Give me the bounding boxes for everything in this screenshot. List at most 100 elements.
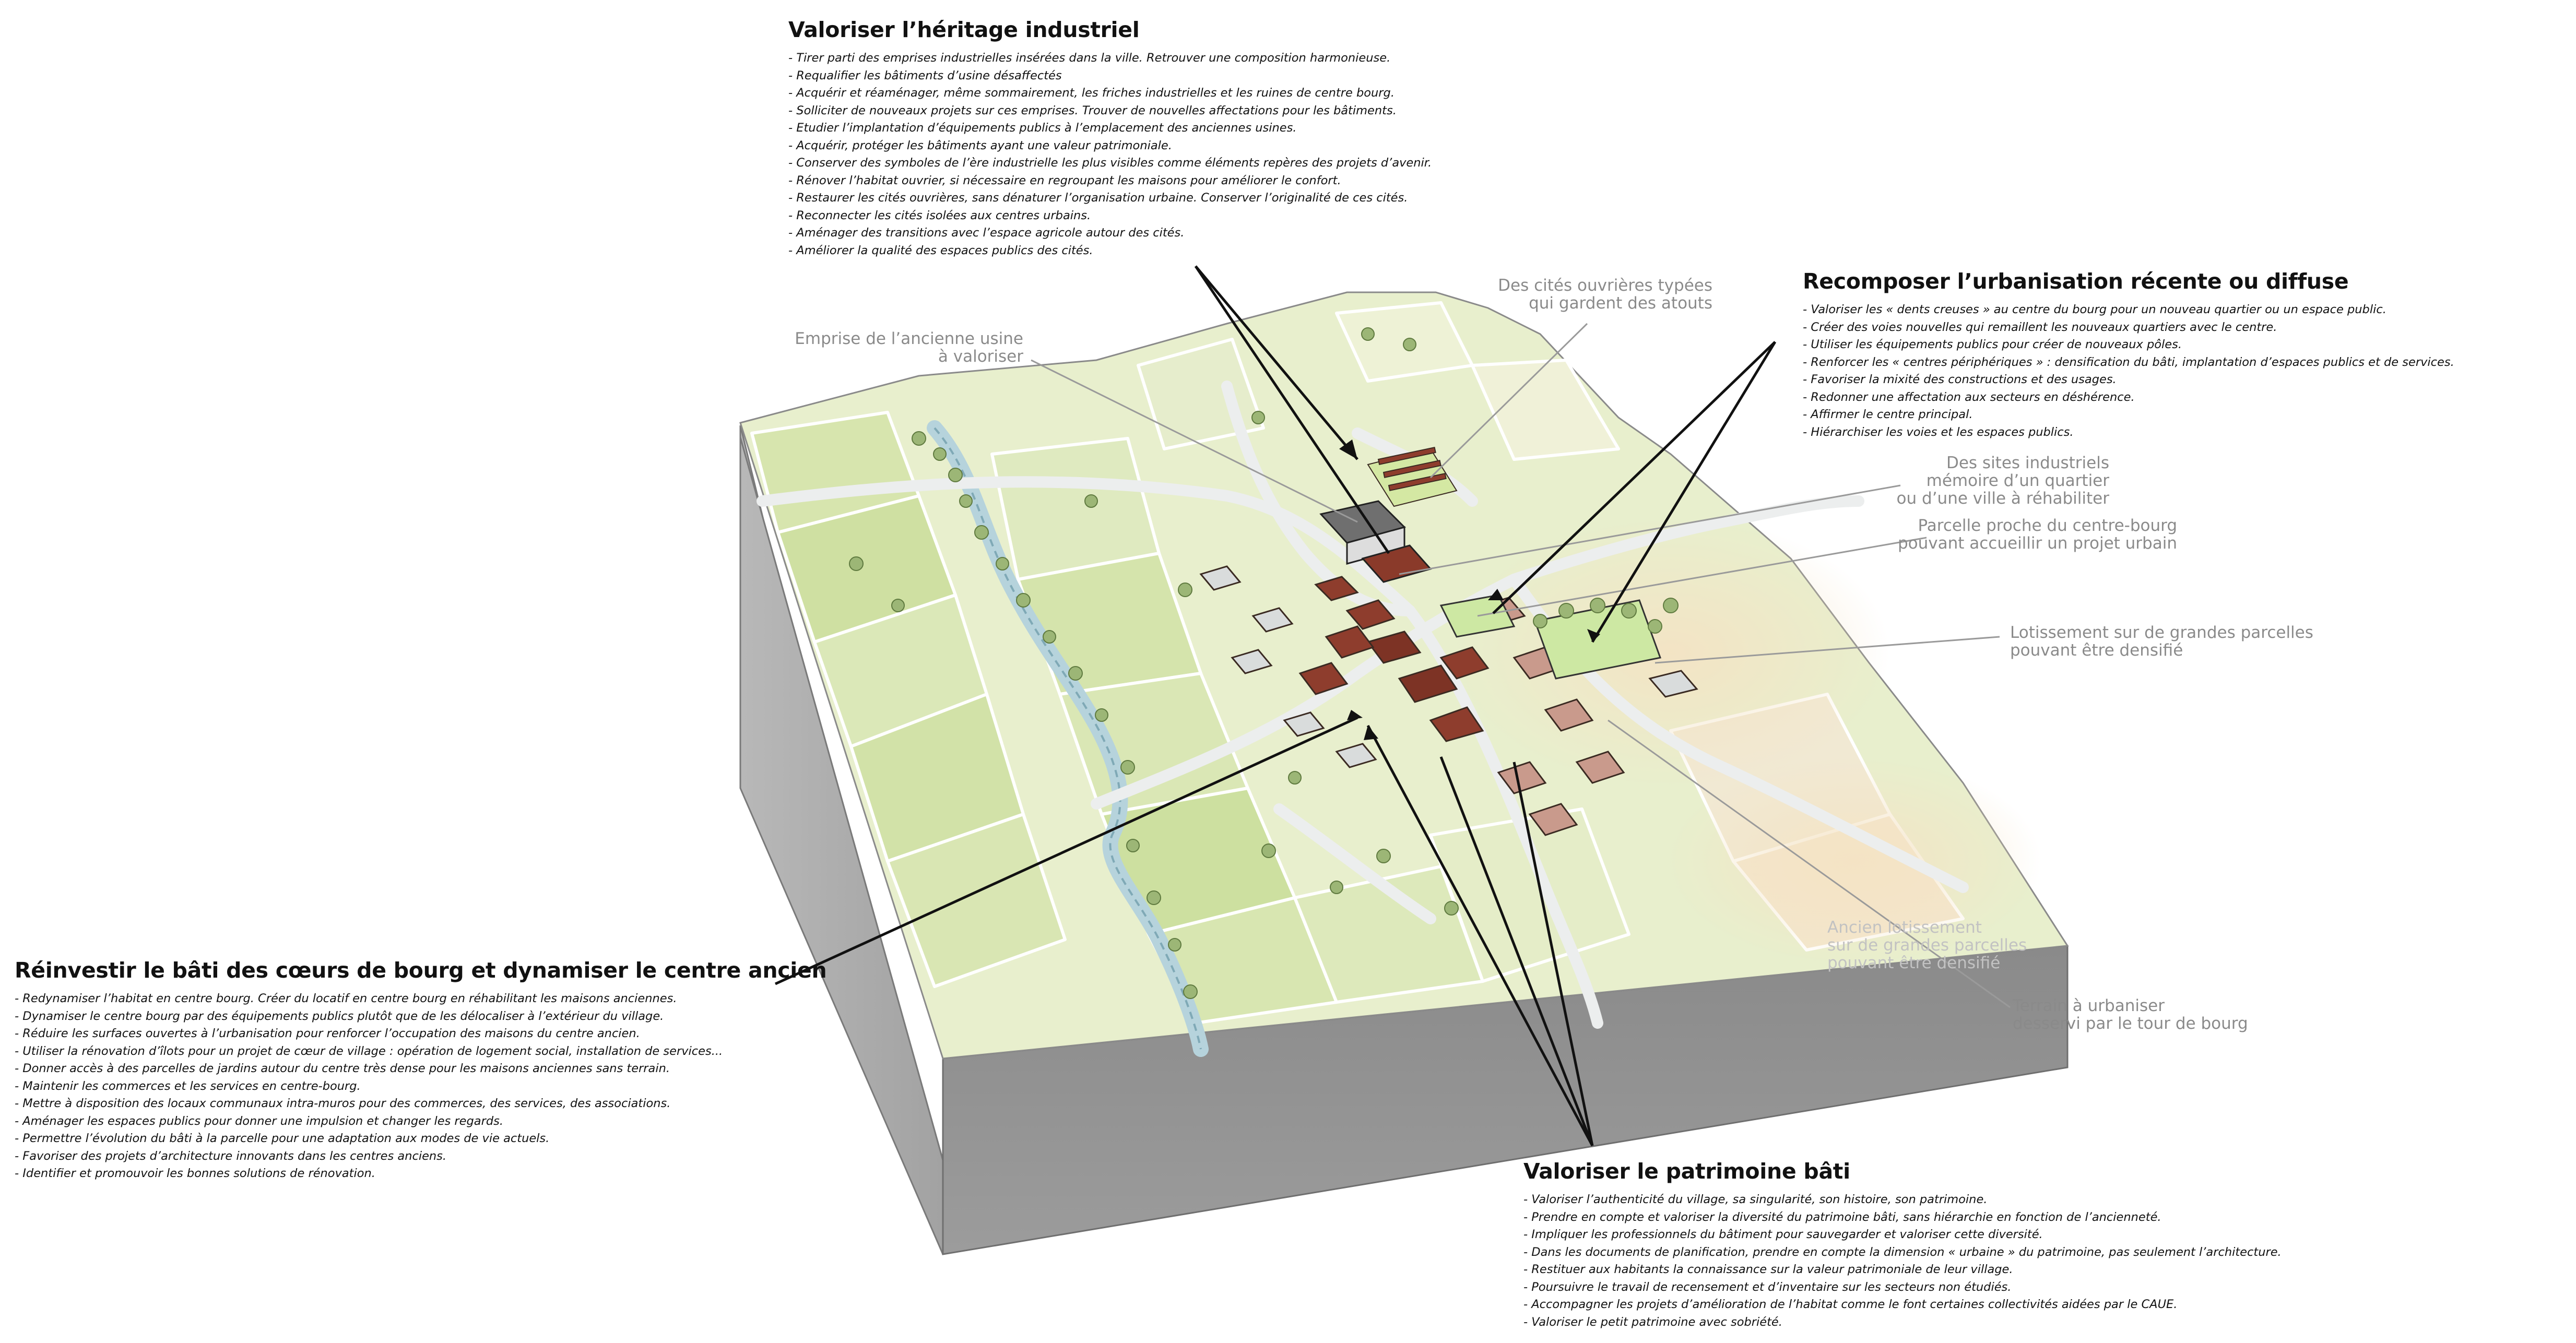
arrowhead (1587, 629, 1600, 642)
block-item: Acquérir, protéger les bâtiments ayant u… (788, 137, 1432, 155)
block-item: Prendre en compte et valoriser la divers… (1523, 1209, 2282, 1227)
block-list: Valoriser l’authenticité du village, sa … (1523, 1191, 2282, 1332)
tree (891, 599, 905, 612)
tree (1183, 984, 1198, 999)
arrowheads (1339, 439, 1600, 740)
tree (933, 447, 947, 461)
building (1429, 706, 1484, 742)
trees (849, 327, 1679, 999)
building (1325, 625, 1375, 659)
block-item: Améliorer la qualité des espaces publics… (788, 242, 1432, 260)
tree (1533, 614, 1547, 628)
tree (1126, 839, 1140, 852)
leader-lotissement (1655, 636, 2000, 664)
row-house (1377, 446, 1436, 465)
tree (849, 556, 864, 571)
tree (1120, 760, 1135, 775)
annotation-line: qui gardent des atouts (1529, 294, 1712, 313)
building (1398, 664, 1458, 703)
tree (1068, 666, 1083, 681)
tree (996, 557, 1009, 571)
block-item: Dynamiser le centre bourg par des équipe… (15, 1008, 826, 1026)
tree (1261, 843, 1276, 858)
building (1366, 631, 1422, 664)
block-item: Impliquer les professionnels du bâtiment… (1523, 1226, 2282, 1244)
block-item: Permettre l’évolution du bâti à la parce… (15, 1130, 826, 1148)
block-item: Favoriser la mixité des constructions et… (1803, 371, 2454, 389)
annotation-line: Des sites industriels (1946, 454, 2109, 472)
workers-housing (1367, 446, 1458, 507)
tree (912, 431, 926, 446)
leader-patrimoine (1439, 756, 1594, 1146)
block-title: Valoriser l’héritage industriel (788, 17, 1140, 42)
block-list: Redynamiser l’habitat en centre bourg. C… (15, 990, 826, 1183)
block-item: Valoriser le petit patrimoine avec sobri… (1523, 1314, 2282, 1332)
block-item: Etudier l’implantation d’équipements pub… (788, 120, 1432, 137)
block-item: Acquérir et réaménager, même sommairemen… (788, 85, 1432, 102)
annotation-line: Lotissement sur de grandes parcelles (2010, 623, 2313, 642)
tree (1251, 411, 1265, 424)
tree (1084, 494, 1098, 508)
block-item: Poursuivre le travail de recensement et … (1523, 1279, 2282, 1297)
leader-emprise (1031, 359, 1358, 523)
block-item: Redonner une affectation aux secteurs en… (1803, 389, 2454, 407)
leader-parcelle (1477, 537, 1927, 617)
tree (1330, 881, 1343, 894)
block-item: Donner accès à des parcelles de jardins … (15, 1060, 826, 1078)
annotation-line: Terrain à urbaniser (2013, 996, 2165, 1015)
tree (1095, 708, 1108, 722)
leader-urbanisation (1492, 341, 1776, 614)
block-item: Réduire les surfaces ouvertes à l’urbani… (15, 1025, 826, 1043)
block-item: Rénover l’habitat ouvrier, si nécessaire… (788, 172, 1432, 190)
block-item: Hiérarchiser les voies et les espaces pu… (1803, 424, 2454, 442)
block-title: Réinvestir le bâti des cœurs de bourg et… (15, 958, 827, 983)
tree (1621, 603, 1637, 619)
tree (1178, 583, 1192, 597)
block-item: Redynamiser l’habitat en centre bourg. C… (15, 990, 826, 1008)
building (1648, 670, 1698, 698)
tree (1043, 630, 1056, 644)
arrowhead (1488, 589, 1504, 600)
tree (1403, 338, 1416, 351)
block-item: Tirer parti des emprises industrielles i… (788, 50, 1432, 67)
row-house (1382, 459, 1441, 478)
annotation-cites: Des cités ouvrières typées qui gardent d… (1462, 277, 1712, 312)
tree (1016, 593, 1031, 608)
tree (1288, 771, 1302, 785)
tree (1648, 619, 1662, 634)
building (1575, 751, 1625, 784)
block-item: Aménager les espaces publics pour donner… (15, 1113, 826, 1131)
block-list: Tirer parti des emprises industrielles i… (788, 50, 1432, 259)
tree (1663, 598, 1679, 613)
block-item: Favoriser des projets d’architecture inn… (15, 1148, 826, 1166)
arrowhead (1347, 710, 1363, 720)
building (1251, 607, 1294, 633)
river-edge (933, 427, 1202, 1050)
field (886, 813, 1067, 988)
factory (1319, 500, 1432, 583)
annotation-emprise: Emprise de l’ancienne usine à valoriser (752, 330, 1023, 365)
leader-cites (1429, 323, 1588, 479)
annotation-line: mémoire d’un quartier (1926, 471, 2109, 490)
tree (948, 468, 963, 482)
tree (1590, 598, 1605, 613)
block-title: Recomposer l’urbanisation récente ou dif… (1803, 269, 2349, 294)
annotation-parcelle: Parcelle proche du centre-bourg pouvant … (1859, 517, 2177, 552)
block-item: Affirmer le centre principal. (1803, 406, 2454, 424)
block-item: Dans les documents de planification, pre… (1523, 1244, 2281, 1262)
block-item: Conserver des symboles de l’ère industri… (788, 154, 1432, 172)
row-house (1388, 472, 1447, 491)
block-item: Reconnecter les cités isolées aux centre… (788, 207, 1432, 225)
tree (1558, 603, 1574, 619)
annotation-ancien-lotissement: Ancien lotissement sur de grandes parcel… (1827, 919, 2027, 972)
arrowhead (1339, 439, 1357, 459)
building (1497, 761, 1547, 794)
leader-coeurs (774, 716, 1358, 985)
block-item: Renforcer les « centres périphériques » … (1803, 354, 2454, 372)
tree (959, 494, 973, 508)
annotation-line: pouvant être densifié (1827, 954, 2001, 972)
block-item: Valoriser les « dents creuses » au centr… (1803, 301, 2454, 319)
block-title: Valoriser le patrimoine bâti (1523, 1159, 1850, 1184)
block-item: Accompagner les projets d’amélioration d… (1523, 1296, 2282, 1314)
